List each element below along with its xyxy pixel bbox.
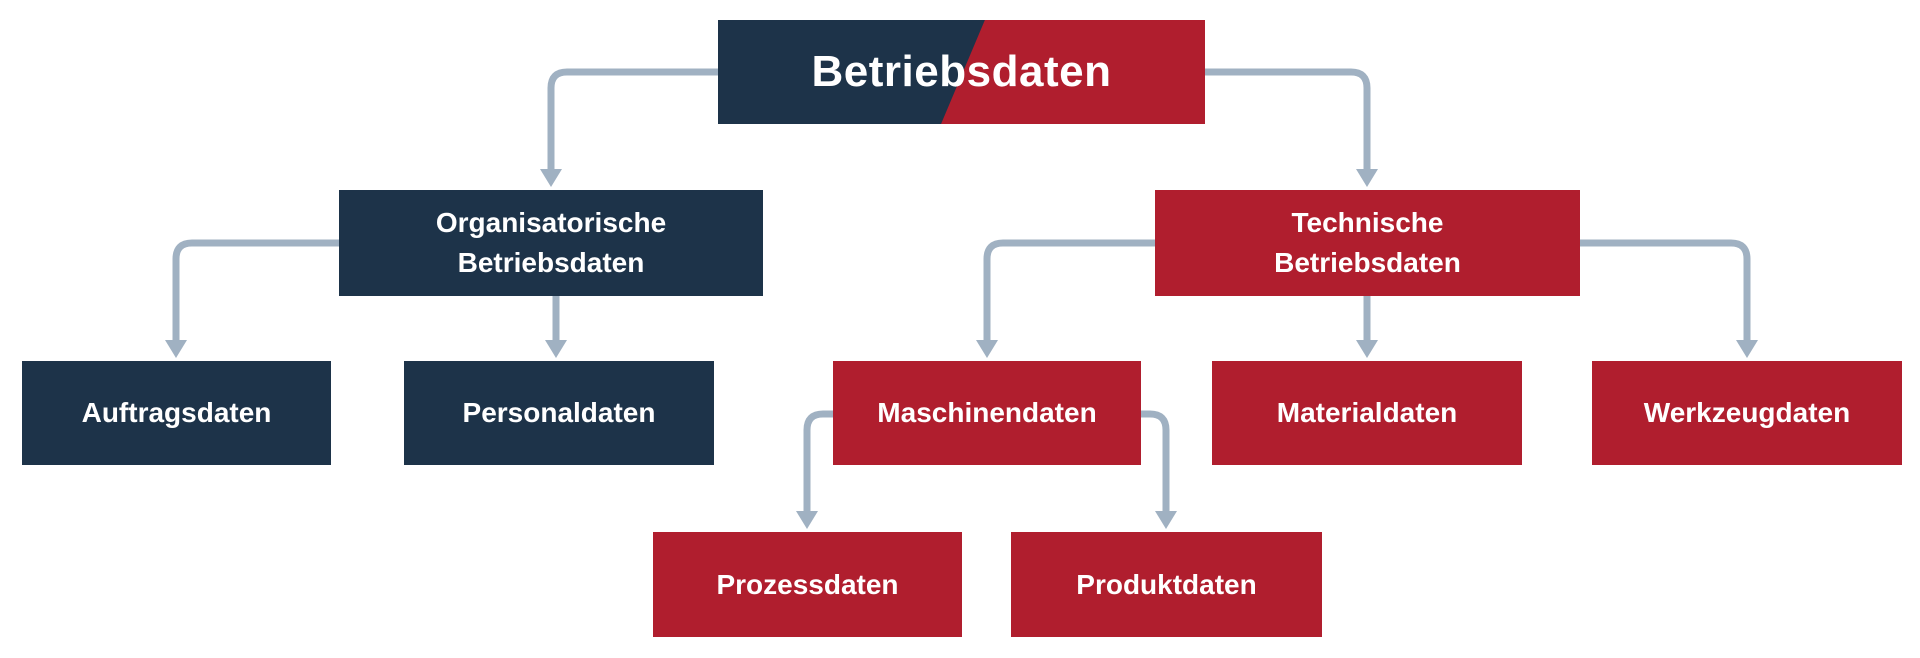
node-produktdaten: Produktdaten (1011, 532, 1322, 637)
node-werkzeugdaten: Werkzeugdaten (1592, 361, 1902, 465)
edge-betriebsdaten-organisatorische (540, 68, 718, 187)
node-prozessdaten-label: Prozessdaten (716, 568, 899, 600)
edge-betriebsdaten-technische (1205, 68, 1378, 187)
edge-technische-maschinendaten (976, 239, 1155, 358)
node-technische-betriebsdaten: Technische Betriebsdaten (1155, 190, 1580, 296)
node-organisatorische-label-line2: Betriebsdaten (457, 247, 645, 278)
node-maschinendaten-label: Maschinendaten (877, 397, 1097, 428)
node-personaldaten: Personaldaten (404, 361, 714, 465)
edge-organisatorische-auftragsdaten (165, 239, 339, 358)
node-betriebsdaten-label: Betriebsdaten (811, 47, 1112, 96)
diagonal-split-accent (941, 20, 1205, 124)
node-werkzeugdaten-label: Werkzeugdaten (1643, 397, 1851, 428)
edge-organisatorische-personaldaten (545, 296, 567, 358)
node-personaldaten-label: Personaldaten (462, 397, 656, 428)
node-technische-label-line2: Betriebsdaten (1274, 247, 1461, 278)
edge-maschinendaten-prozessdaten (796, 410, 833, 529)
node-prozessdaten: Prozessdaten (653, 532, 962, 637)
node-betriebsdaten: Betriebsdaten (718, 20, 1205, 124)
edge-technische-werkzeugdaten (1580, 239, 1758, 358)
node-organisatorische-betriebsdaten: Organisatorische Betriebsdaten (339, 190, 763, 296)
node-auftragsdaten-label: Auftragsdaten (81, 397, 272, 428)
node-materialdaten-label: Materialdaten (1276, 397, 1458, 428)
node-auftragsdaten: Auftragsdaten (22, 361, 331, 465)
node-maschinendaten: Maschinendaten (833, 361, 1141, 465)
edge-technische-materialdaten (1356, 296, 1378, 358)
node-materialdaten: Materialdaten (1212, 361, 1522, 465)
node-technische-label-line1: Technische (1291, 207, 1444, 238)
edge-maschinendaten-produktdaten (1141, 410, 1177, 529)
node-produktdaten-label: Produktdaten (1076, 568, 1257, 600)
node-organisatorische-label-line1: Organisatorische (435, 207, 667, 238)
